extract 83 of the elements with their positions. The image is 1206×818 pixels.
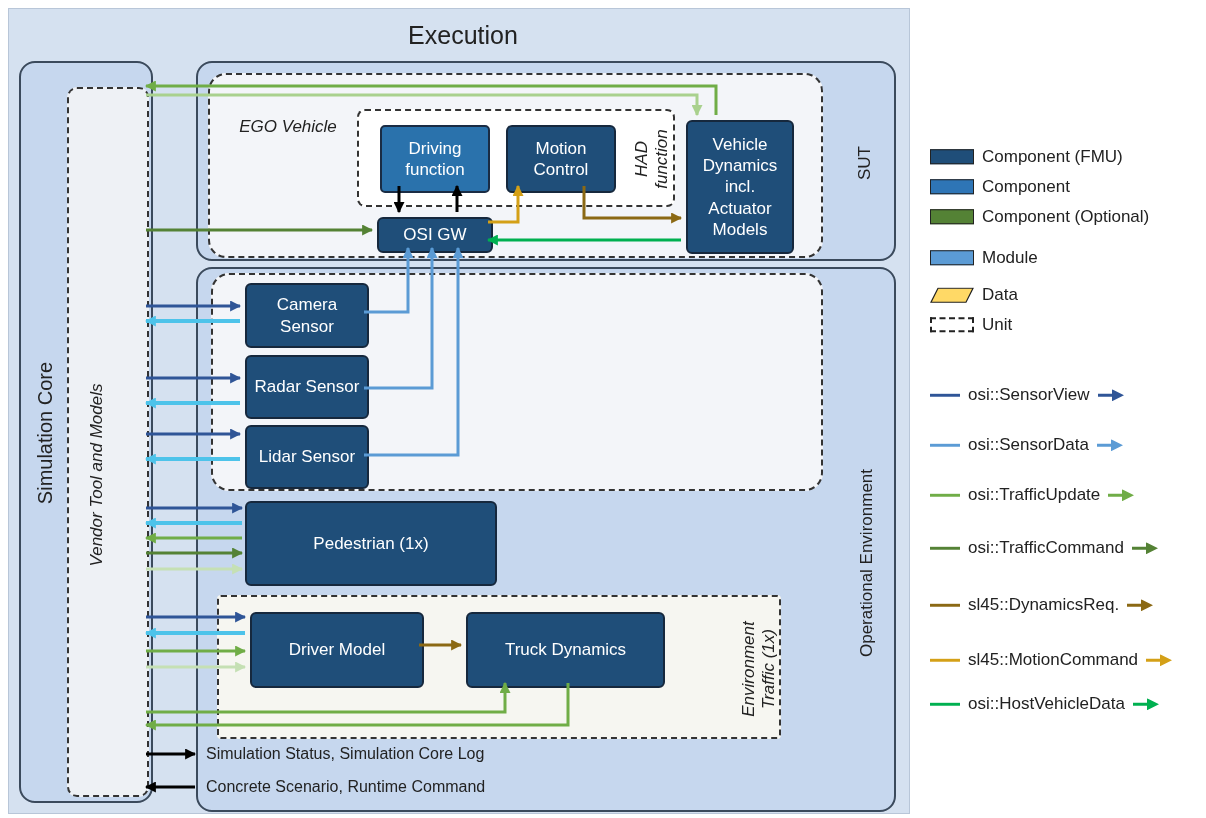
dashed-unit-box [211,273,823,491]
component-box [250,612,424,688]
component-label: OSI GW [403,224,467,246]
execution-panel [8,8,910,814]
legend-label: osi::TrafficCommand [968,537,1124,560]
arrow [144,517,242,529]
component-label: Radar Sensor [254,376,360,398]
arrow [488,184,524,224]
component-box [245,283,369,348]
component-label: Lidar Sensor [258,446,356,468]
legend-label: osi::SensorView [968,384,1090,407]
arrow [146,611,247,623]
component-label: Pedestrian (1x) [313,532,429,555]
component-label: Truck Dynamics [504,639,627,661]
arrow [146,502,244,514]
component-box [506,125,616,193]
group-title: EGO Vehicle [238,117,338,137]
legend-label: sl45::DynamicsReq. [968,594,1120,617]
vertical-label: Simulation Core [33,360,57,507]
component-box [245,355,369,419]
arrow [582,186,683,224]
dashed-unit-box [208,73,823,258]
component-box [686,120,794,254]
vertical-label: Operational Environment [857,468,877,660]
arrow [364,246,438,390]
component-box [380,125,490,193]
component-label: Driver Model [288,639,386,661]
arrow [486,234,681,246]
arrow [146,93,703,117]
dashed-unit-box [67,87,149,797]
component-label: Driving function [404,137,466,181]
component-box [377,217,493,253]
panel [196,267,896,812]
legend-label: sl45::MotionCommand [968,649,1139,672]
legend-label: osi::TrafficUpdate [968,484,1101,507]
arrow [146,372,242,384]
component-label: Camera Sensor [275,294,339,337]
dashed-unit-box [357,109,675,207]
arrow [144,627,245,639]
legend-label: Component [982,176,1070,199]
arrow [146,748,197,760]
edge-label: Simulation Status, Simulation Core Log [206,746,485,762]
legend-label: Unit [982,314,1013,337]
arrow [144,453,240,465]
legend-label: Module [982,247,1038,270]
dashed-unit-box [217,595,781,739]
arrow [146,224,374,236]
arrow [146,681,511,714]
vertical-label: Environment Traffic (1x) [739,620,779,719]
component-box [245,425,369,489]
arrow [144,683,570,731]
component-box [245,501,497,586]
arrow [146,661,247,673]
arrow [144,315,240,327]
group-title: Execution [407,20,519,50]
component-label: Vehicle Dynamics incl. Actuator Models [701,133,779,241]
arrow [144,397,240,409]
arrow [146,563,244,575]
panel [19,61,153,803]
legend-label: Data [982,284,1018,307]
legend-label: osi::SensorData [968,434,1089,457]
legend-label: osi::HostVehicleData [968,693,1125,716]
arrow [146,547,244,559]
arrow [146,300,242,312]
panel [196,61,896,261]
arrow [393,186,405,214]
arrow [364,246,414,314]
arrow [144,532,242,544]
vertical-label: SUT [855,145,875,182]
vertical-label: HAD function [632,128,672,191]
legend-label: Component (Optional) [982,206,1150,229]
arrow [146,428,242,440]
arrow [419,639,463,651]
arrow [146,645,247,657]
component-label: Motion Control [532,137,590,181]
arrow [144,80,718,115]
edge-label: Concrete Scenario, Runtime Command [206,779,486,795]
legend-label: Component (FMU) [982,146,1123,169]
component-box [466,612,665,688]
arrow [144,781,195,793]
arrow [364,246,464,457]
vertical-label: Vendor Tool and Models [87,382,107,569]
arrow [451,184,463,212]
